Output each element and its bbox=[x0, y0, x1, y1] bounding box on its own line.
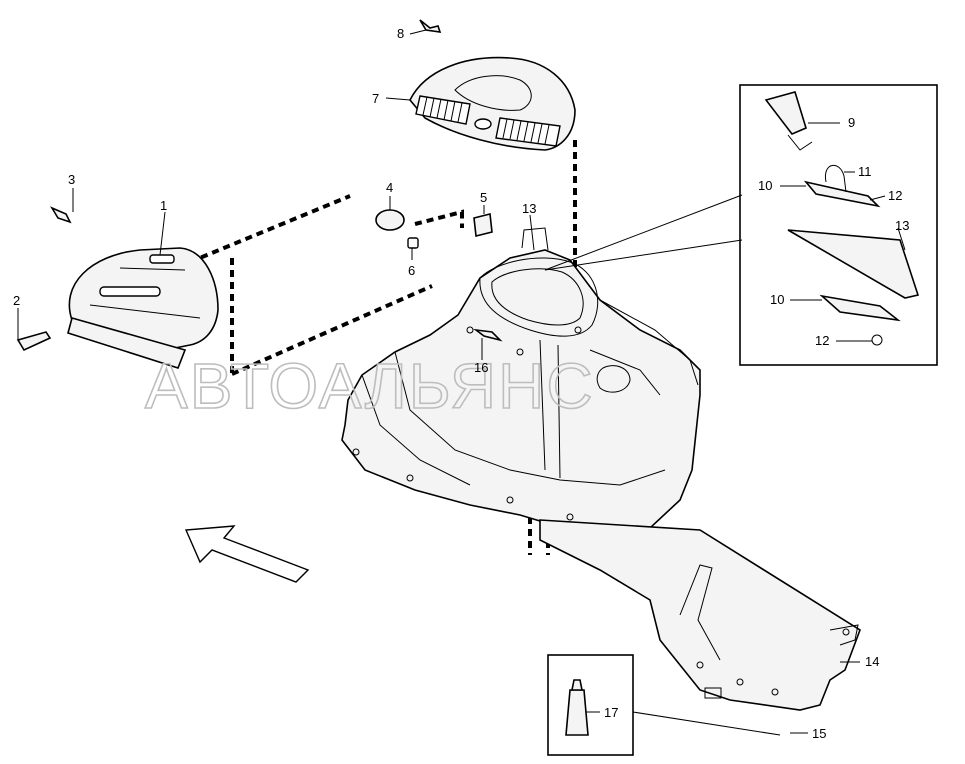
callout-12-bottom: 12 bbox=[815, 333, 829, 348]
callout-3: 3 bbox=[68, 172, 75, 187]
sealant-inset bbox=[547, 654, 781, 756]
vent-grille-right bbox=[495, 117, 561, 147]
callout-10-bottom: 10 bbox=[770, 292, 784, 307]
callout-14: 14 bbox=[865, 654, 879, 669]
direction-arrow bbox=[184, 525, 310, 583]
callout-6: 6 bbox=[408, 263, 415, 278]
cover-panel bbox=[67, 247, 219, 369]
callout-2: 2 bbox=[13, 293, 20, 308]
callout-13: 13 bbox=[522, 201, 536, 216]
callout-10-top: 10 bbox=[758, 178, 772, 193]
callout-7: 7 bbox=[372, 91, 379, 106]
top-trim bbox=[409, 56, 576, 151]
callout-13-inset: 13 bbox=[895, 218, 909, 233]
callout-1: 1 bbox=[160, 198, 167, 213]
center-console bbox=[341, 227, 701, 545]
callout-9: 9 bbox=[848, 115, 855, 130]
callout-4: 4 bbox=[386, 180, 393, 195]
watermark-text: АВТОАЛЬЯНС bbox=[145, 350, 595, 422]
callout-16: 16 bbox=[474, 360, 488, 375]
callout-12-top: 12 bbox=[888, 188, 902, 203]
rear-bracket bbox=[539, 519, 861, 711]
vent-grille-left bbox=[415, 95, 471, 125]
callout-17: 17 bbox=[604, 705, 618, 720]
leader-lines bbox=[17, 29, 906, 734]
callout-5: 5 bbox=[480, 190, 487, 205]
callout-15: 15 bbox=[812, 726, 826, 741]
detail-inset bbox=[544, 84, 938, 366]
small-parts bbox=[16, 19, 503, 352]
callout-11: 11 bbox=[858, 164, 872, 179]
callout-labels: 1 2 3 4 5 6 7 8 9 10 10 11 12 12 13 13 1… bbox=[13, 26, 909, 741]
callout-8: 8 bbox=[397, 26, 404, 41]
